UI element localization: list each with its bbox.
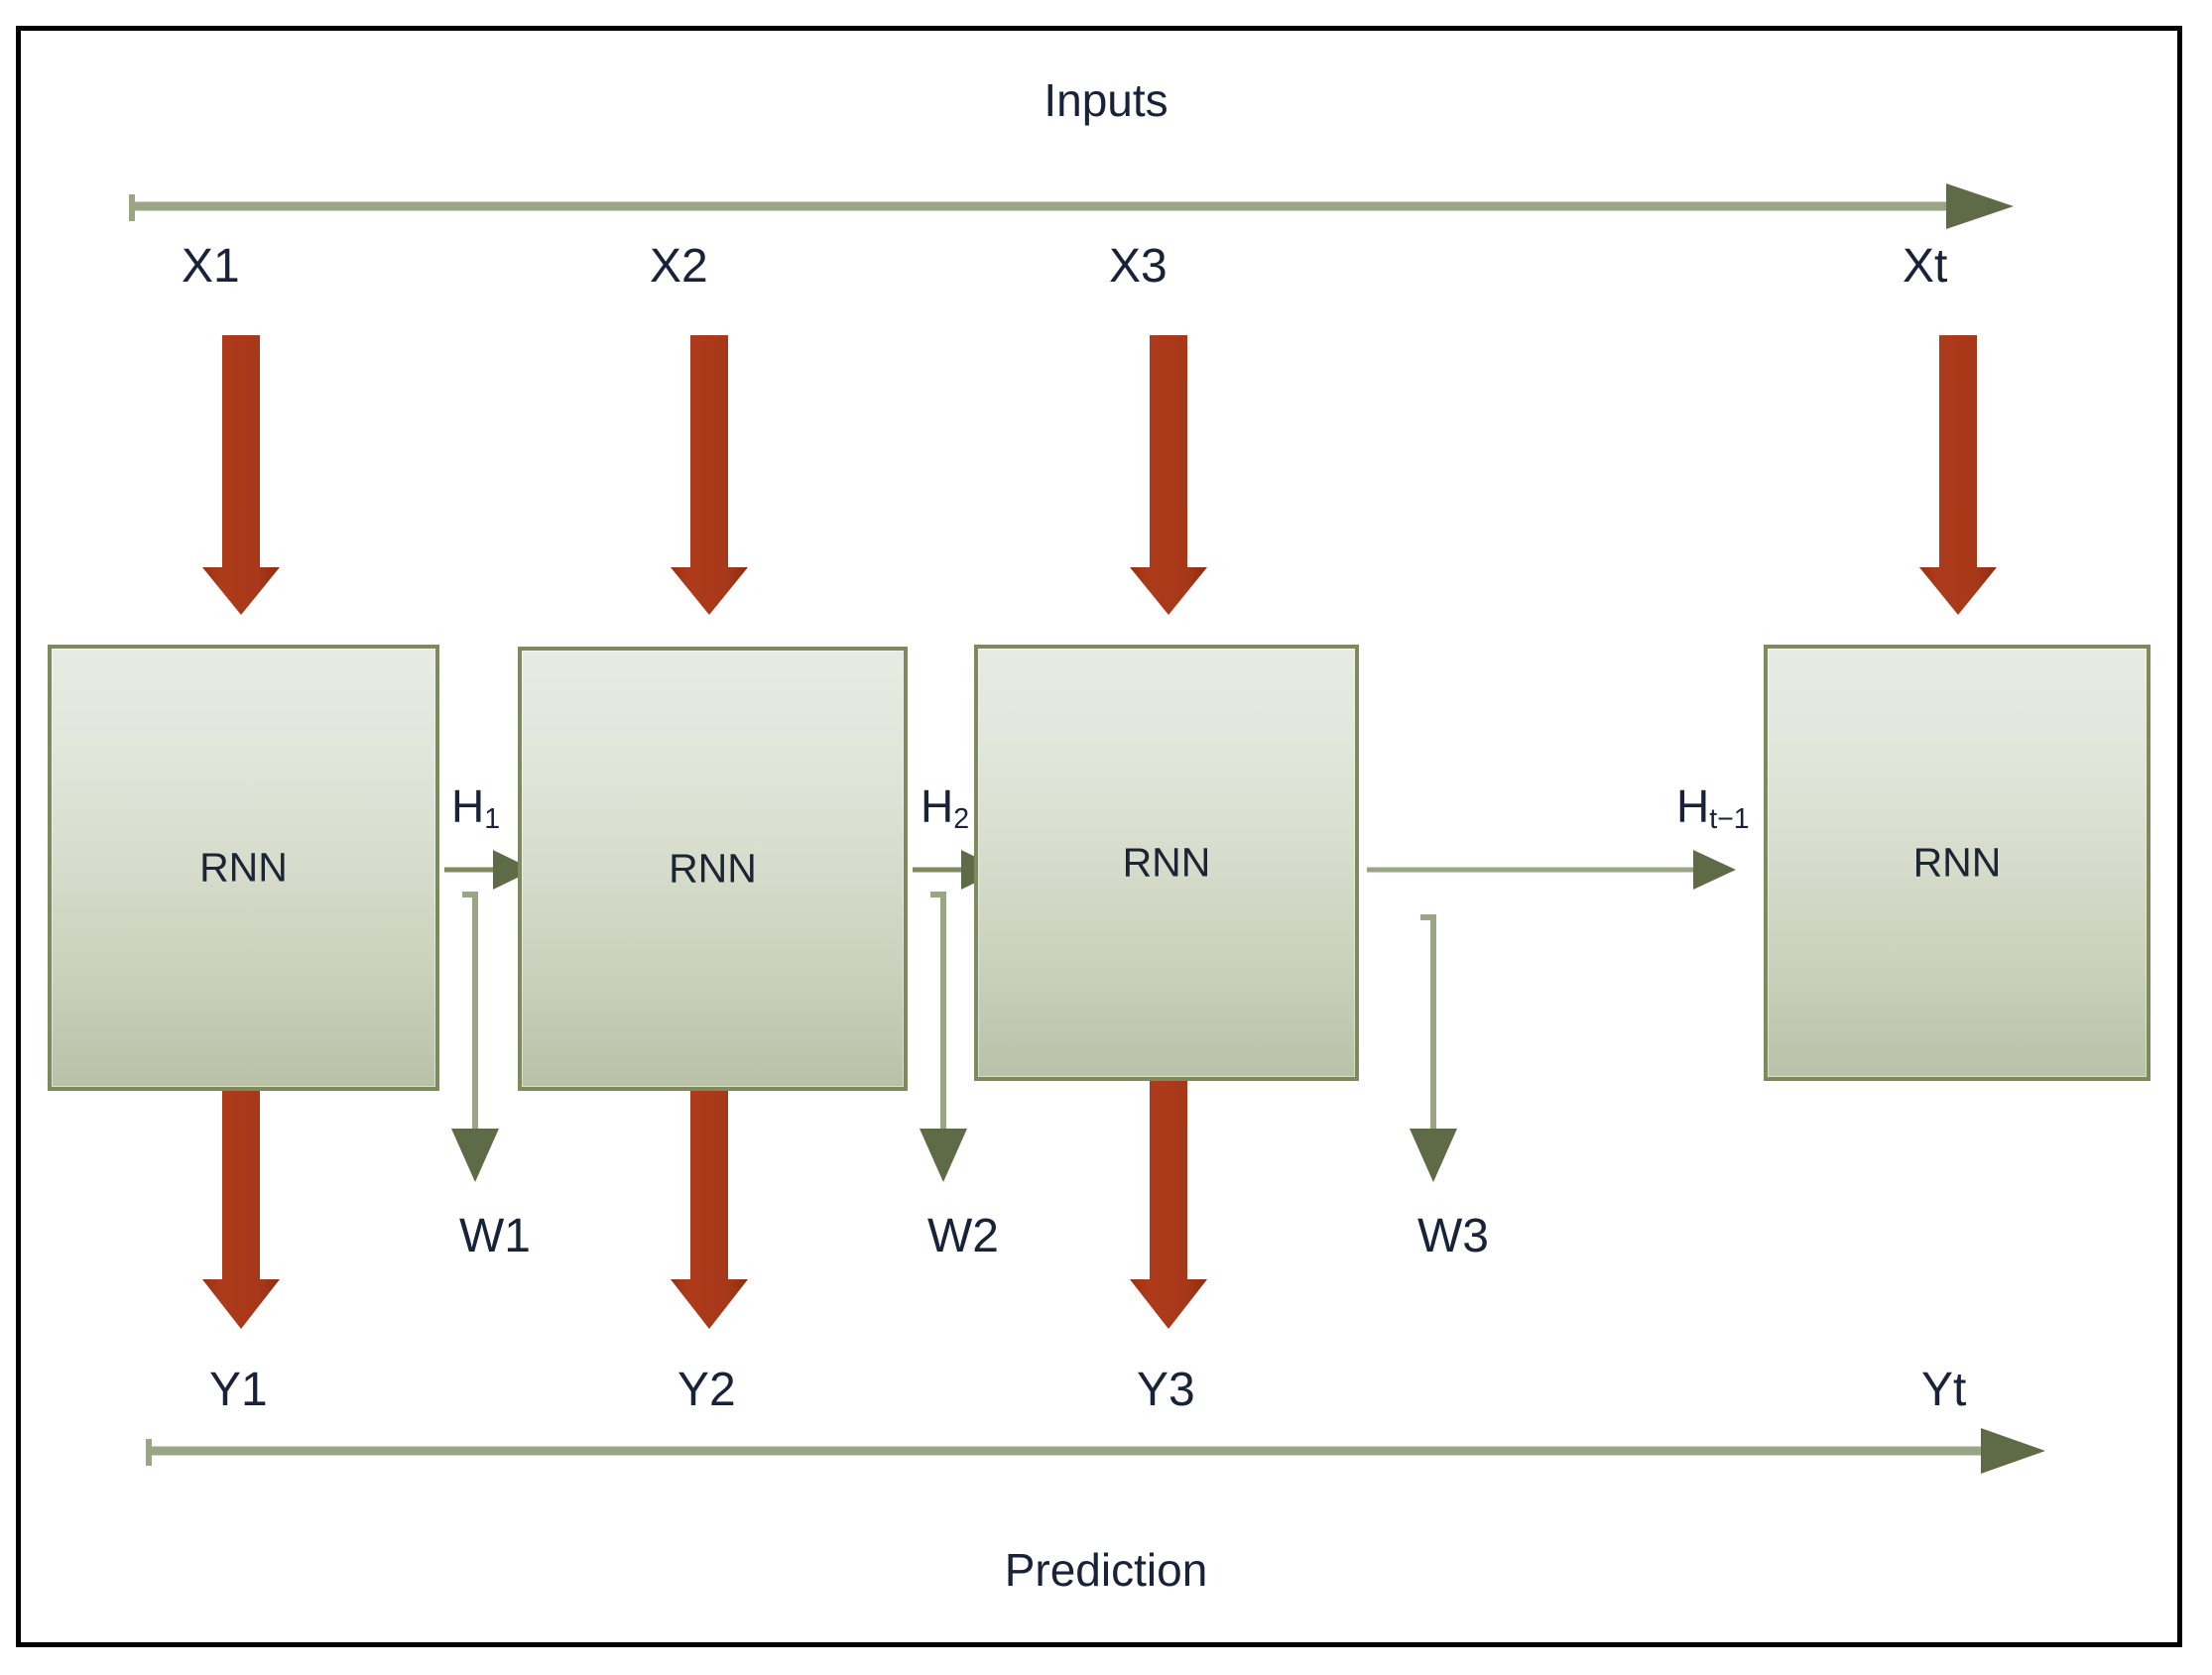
hidden-state-h1-base: H xyxy=(451,780,485,832)
output-label-yt: Yt xyxy=(1921,1364,1967,1416)
prediction-axis-title: Prediction xyxy=(1004,1544,1208,1596)
rnn-cell-t[interactable]: RNN xyxy=(1764,645,2151,1081)
rnn-cell-2-label: RNN xyxy=(669,845,757,892)
rnn-cell-3[interactable]: RNN xyxy=(974,645,1359,1081)
rnn-cell-t-label: RNN xyxy=(1912,839,2002,886)
inputs-axis-title: Inputs xyxy=(1044,74,1168,126)
rnn-cell-2[interactable]: RNN xyxy=(518,647,908,1091)
hidden-state-label-ht1: Ht−1 xyxy=(1676,780,1750,833)
hidden-state-label-h1: H1 xyxy=(451,780,500,833)
hidden-state-ht1-sub: t−1 xyxy=(1709,802,1750,835)
input-label-x3: X3 xyxy=(1109,240,1167,293)
output-label-y3: Y3 xyxy=(1137,1364,1195,1416)
hidden-state-h1-sub: 1 xyxy=(484,802,501,835)
output-label-y2: Y2 xyxy=(677,1364,736,1416)
input-label-xt: Xt xyxy=(1903,240,1948,293)
rnn-cell-3-label: RNN xyxy=(1122,839,1211,886)
input-label-x1: X1 xyxy=(182,240,240,293)
input-label-x2: X2 xyxy=(650,240,708,293)
hidden-state-ht1-base: H xyxy=(1676,780,1710,832)
weight-label-w1: W1 xyxy=(459,1210,531,1262)
weight-label-w3: W3 xyxy=(1417,1210,1489,1262)
hidden-state-label-h2: H2 xyxy=(921,780,969,833)
figure-border xyxy=(16,26,2182,1647)
output-label-y1: Y1 xyxy=(209,1364,268,1416)
hidden-state-h2-sub: 2 xyxy=(953,802,970,835)
weight-label-w2: W2 xyxy=(927,1210,999,1262)
hidden-state-h2-base: H xyxy=(921,780,954,832)
rnn-cell-1-label: RNN xyxy=(199,844,288,891)
rnn-cell-1[interactable]: RNN xyxy=(48,645,439,1091)
